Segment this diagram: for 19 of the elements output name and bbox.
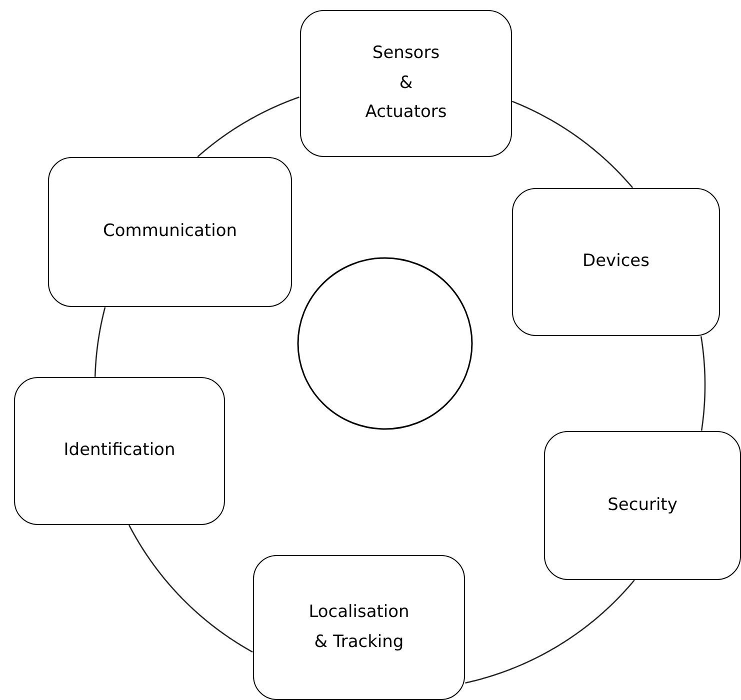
ring-connector [197,96,300,158]
node-label: Security [608,494,678,517]
rounded-box [512,188,720,336]
node-label: Communication [103,220,237,244]
ring-connector [465,580,635,684]
ring-connector [128,524,253,653]
node-label: Devices [582,250,650,274]
node-label: Identification [64,439,176,462]
ring-connector [512,100,634,188]
circle-node [297,257,473,430]
rounded-box [544,431,741,580]
node-label: Sensors & Actuators [365,42,447,124]
rounded-box [48,157,292,307]
rounded-box [14,377,225,525]
ring-connector [700,336,706,431]
rounded-box [253,555,465,700]
node-label: Localisation & Tracking [308,600,410,654]
rounded-box [300,10,512,157]
ring-connector [94,307,106,377]
